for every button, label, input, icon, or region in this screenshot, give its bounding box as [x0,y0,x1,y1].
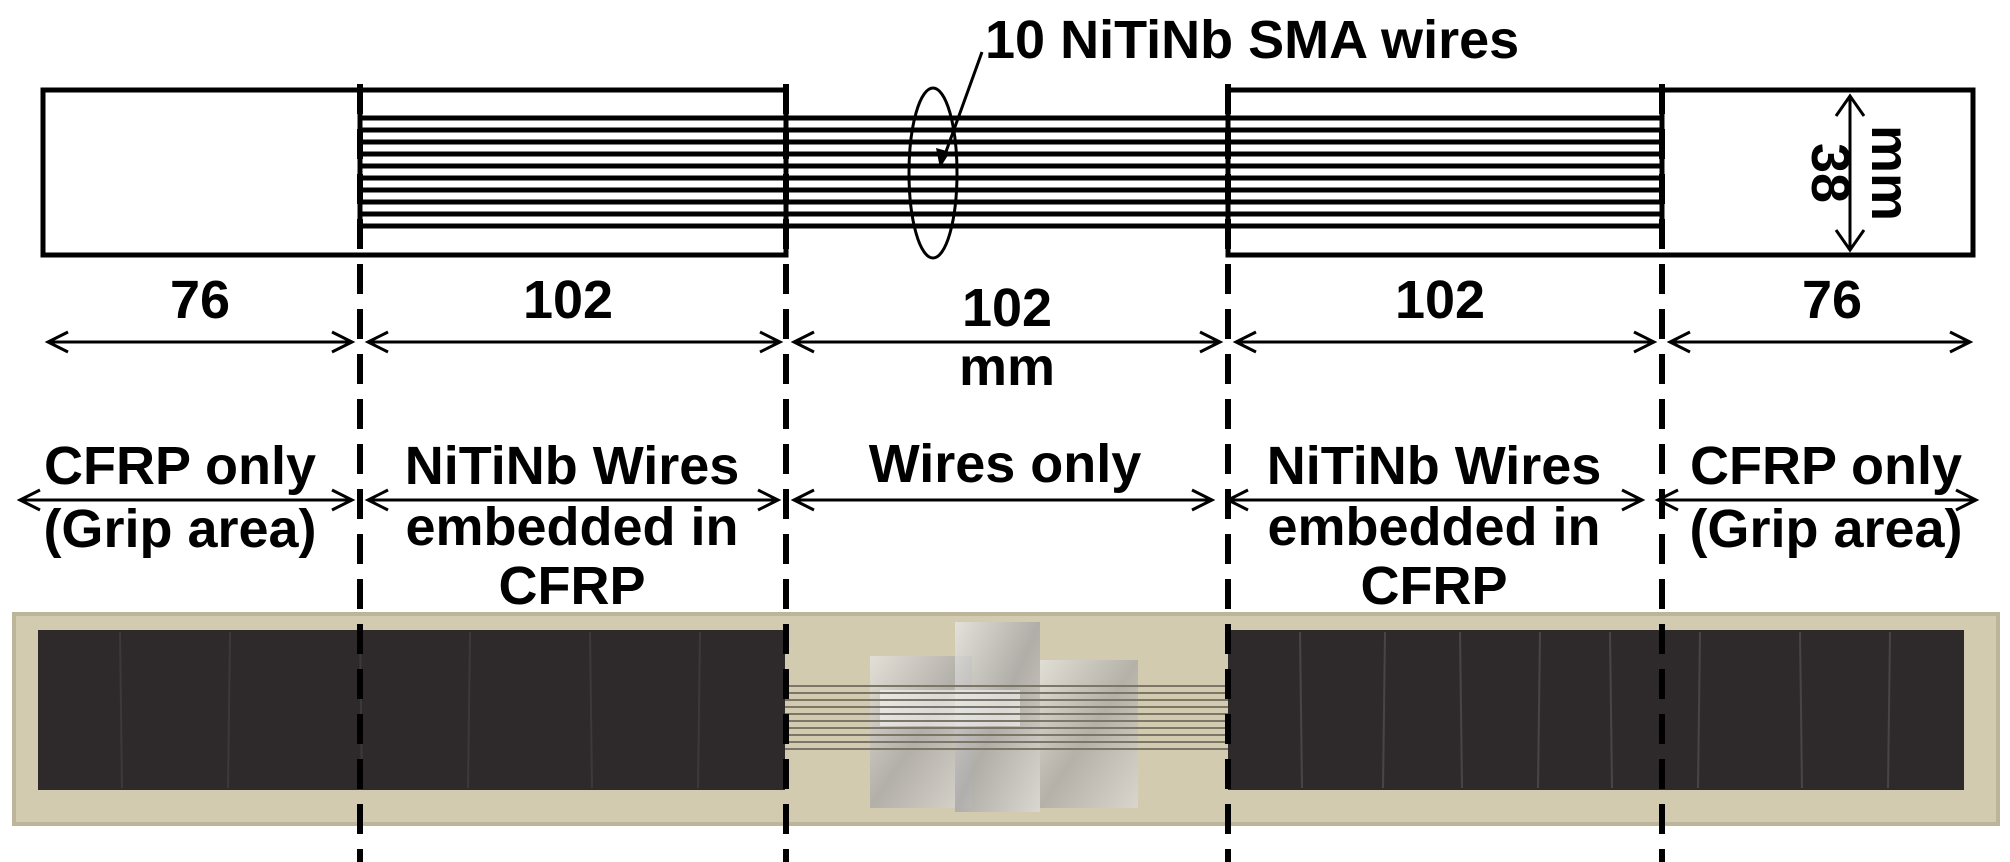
length-arrow-gauge [790,330,1224,354]
photo-cfrp-right-texture [1299,631,1891,789]
sma-wires [357,114,1665,232]
length-arrow-embedded-right [1232,330,1658,354]
region-embedded-right-line-1: NiTiNb Wires [1267,436,1602,496]
length-arrow-embedded-left [364,330,784,354]
region-embedded-left-line-2: embedded in [405,497,738,557]
region-embedded-right-line-2: embedded in [1267,497,1600,557]
wire-callout: 10 NiTiNb SMA wires [907,10,1519,260]
region-arrow-grip-right [1654,488,1980,512]
photo-wires [785,685,1228,750]
section-dividers [357,84,1665,862]
length-arrow-grip-left [44,330,356,354]
left-tab-outline [40,87,789,258]
region-grip-right-line-1: CFRP only [1690,436,1962,496]
callout-label: 10 NiTiNb SMA wires [985,10,1519,70]
specimen-photo [12,612,2000,826]
length-arrows [44,330,1974,354]
length-arrow-grip-right [1666,330,1974,354]
region-embedded-right-line-3: CFRP [1361,556,1508,616]
width-unit: mm [1860,125,1920,221]
photo-backing-shade [12,612,2000,826]
region-embedded-left-line-3: CFRP [499,556,646,616]
width-value: 38 [1800,143,1860,203]
photo-cfrp-left [38,630,785,790]
callout-arrowhead [936,148,950,168]
region-gauge-line-1: Wires only [869,434,1142,494]
length-grip-right: 76 [1802,270,1862,330]
photo-cfrp-left-texture [119,631,701,789]
region-arrow-embedded-left [364,488,782,512]
length-labels: 76 102 102 mm 102 76 [170,270,1862,397]
region-grip-right-line-2: (Grip area) [1689,499,1962,559]
width-dimension: 38 mm [1800,93,1920,253]
callout-leader [941,51,984,161]
length-embedded-right: 102 [1395,270,1485,330]
region-arrows [16,488,1980,512]
length-gauge: 102 [962,278,1052,338]
region-grip-left-line-2: (Grip area) [43,499,316,559]
length-embedded-left: 102 [523,270,613,330]
region-arrow-gauge [790,488,1216,512]
photo-cfrp-right [1228,630,1964,790]
region-embedded-left-line-1: NiTiNb Wires [405,436,740,496]
right-tab-outline [1225,87,1976,258]
width-arrowhead-top [1834,93,1866,117]
region-labels: CFRP only (Grip area) NiTiNb Wires embed… [43,434,1962,616]
callout-ellipse [907,86,959,260]
length-gauge-unit: mm [959,337,1055,397]
length-grip-left: 76 [170,270,230,330]
region-arrow-grip-left [16,488,356,512]
region-grip-left-line-1: CFRP only [44,436,316,496]
schematic: 10 NiTiNb SMA wires 38 mm 76 102 102 mm … [16,10,1980,616]
width-arrowhead-bottom [1834,229,1866,253]
